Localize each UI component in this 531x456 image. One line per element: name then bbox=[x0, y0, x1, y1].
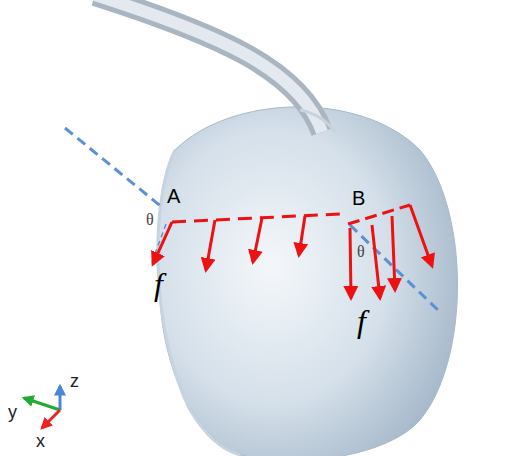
angle-label: θ bbox=[357, 244, 365, 260]
force-label: f bbox=[154, 268, 163, 300]
force-label: f bbox=[357, 305, 366, 337]
axis-label: x bbox=[36, 432, 45, 450]
point-label: B bbox=[352, 188, 365, 208]
point-label: A bbox=[167, 186, 180, 206]
angle-label: θ bbox=[146, 212, 154, 228]
axis-label: y bbox=[8, 403, 17, 421]
axis-label: z bbox=[70, 372, 79, 390]
